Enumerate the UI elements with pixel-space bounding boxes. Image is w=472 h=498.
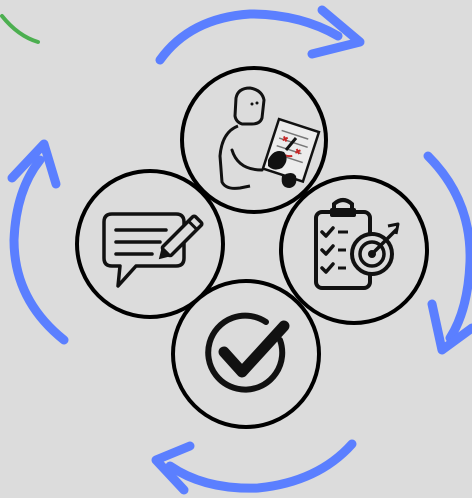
cycle-arrow-left: [12, 144, 64, 340]
node-approve: [173, 281, 319, 427]
partial-green-arrow: [2, 16, 38, 42]
cycle-arrow-top: [160, 10, 360, 60]
node-review: [182, 68, 326, 212]
cycle-arrow-bottom: [156, 444, 352, 490]
node-goals: [281, 177, 427, 323]
cycle-arrow-right: [428, 156, 472, 350]
